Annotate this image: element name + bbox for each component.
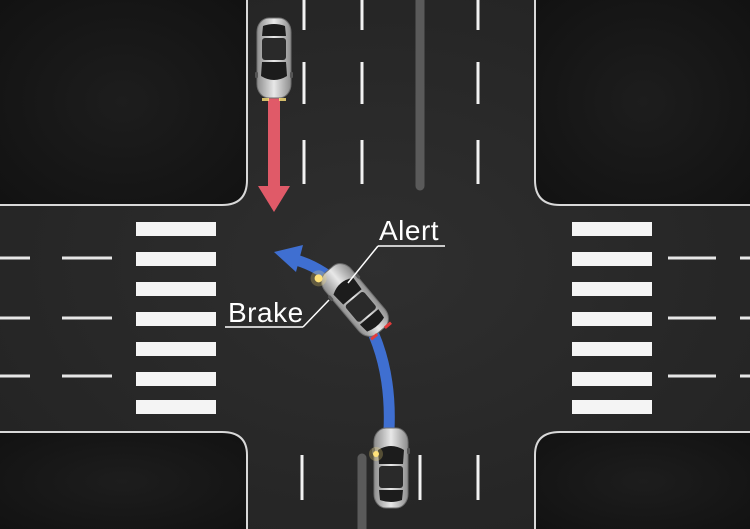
east-lane-markings	[668, 256, 750, 378]
crosswalk-east	[572, 222, 652, 414]
waiting-vehicle-car-icon	[369, 427, 411, 509]
brake-label: Brake	[228, 297, 304, 328]
alert-callout: Alert	[347, 215, 445, 284]
alert-label: Alert	[379, 215, 439, 246]
crosswalk-west	[136, 222, 216, 414]
north-lane-markings	[302, 0, 480, 184]
west-lane-markings	[0, 256, 112, 378]
south-lane-markings	[300, 455, 480, 500]
oncoming-path-arrow	[258, 98, 290, 212]
brake-callout: Brake	[225, 297, 330, 328]
turning-vehicle-car-icon	[310, 256, 396, 344]
oncoming-vehicle-car-icon	[254, 17, 294, 101]
